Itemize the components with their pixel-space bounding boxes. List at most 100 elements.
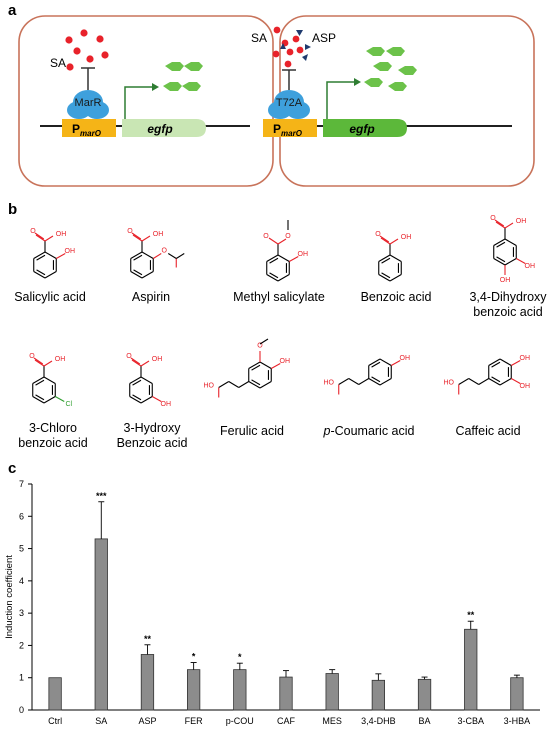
ring-double-bond [491,376,501,383]
name-salicylic-acid: Salicylic acid [14,290,86,304]
y-tick-label: 2 [19,640,24,650]
hydroxyl-label: OH [516,218,527,225]
hydroxyl-bond [44,235,54,242]
ring-bond [504,238,517,246]
ring-bond [379,378,392,386]
y-tick-label: 5 [19,544,24,554]
panel-label-a: a [8,2,17,19]
bar [233,669,247,711]
carbonyl-bond [131,359,142,367]
carbonyl-o-label: O [127,228,133,235]
ring-double-bond [133,254,143,261]
substituent-label: OH [280,358,291,365]
substituent-label: OH [520,383,531,390]
marr-repressor [67,90,109,119]
sa-label-left: SA [50,56,66,70]
ring-bond [44,251,57,259]
svg-text:PmarO: PmarO [273,122,303,138]
x-tick-label: 3-CBA [457,716,484,726]
ring-bond [277,274,290,282]
ring-bond [493,238,506,246]
asp-label: ASP [312,31,336,45]
carbonyl-bond [131,232,142,240]
x-tick-label: BA [419,716,431,726]
substituent-bond [510,360,521,366]
hydroxyl-label: OH [56,231,67,238]
ring-bond [488,358,501,366]
hydroxyl-label: OH [152,356,163,363]
acetyl-methyl-bond [175,253,185,259]
significance-label: ** [144,634,152,644]
name-3-chloro-benzoic-acid: 3-Chloro benzoic acid [0,421,108,451]
y-tick-label: 3 [19,608,24,618]
carbonyl-bond [495,221,506,229]
substituent-label: OH [161,401,172,408]
substituent-bond [54,396,65,402]
hydroxyl-bond [141,235,151,242]
panel-a-diagram: SA MarR PmarO egfp SA ASP [18,15,535,187]
bar [187,669,201,711]
significance-label: *** [96,491,107,501]
substituent-bond [55,253,66,259]
carbonyl-o-label: O [30,228,36,235]
significance-label: * [192,652,196,662]
name-pcou-prefix: p [323,424,331,438]
name-34-dhb-line1: 3,4-Dihydroxy [469,290,547,304]
egfp-gene-left [122,119,206,137]
sa-dots-left [65,29,109,71]
svg-text:PmarO: PmarO [72,122,102,138]
name-3cba-line1: 3-Chloro [29,421,77,435]
y-tick-label: 6 [19,511,24,521]
name-benzoic-acid: Benzoic acid [360,290,432,304]
ring-bond [499,378,512,386]
ring-bond [248,381,261,389]
carbonyl-bond [35,234,46,242]
bar [464,628,478,711]
bar [48,677,62,711]
ring-bond [488,378,501,386]
x-tick-label: MES [322,716,342,726]
ester-o-label: O [285,233,291,240]
bar [417,678,432,711]
name-caffeic-acid: Caffeic acid [455,424,521,438]
sa-dots-right [272,26,304,68]
name-methyl-salicylate: Methyl salicylate [233,290,325,304]
ring-double-bond [491,361,501,368]
ring-double-bond [496,256,506,263]
ring-double-bond [35,379,45,386]
carbonyl-o-label: O [263,233,269,240]
x-tick-label: FER [185,716,204,726]
carbonyl-bond [34,359,45,367]
x-tick-label: Ctrl [48,716,62,726]
ring-bond [389,274,402,282]
bar [510,677,524,711]
name-34-dhb-line2: benzoic acid [473,305,543,319]
substituent-label: OH [525,263,536,270]
ring-double-bond [36,254,46,261]
acid-ho-label: HO [443,380,454,387]
promoter-right-sub: marO [281,129,303,138]
substituent-bond [515,258,526,264]
acid-bond [338,378,350,385]
substituent-label: OH [298,251,309,258]
x-tick-label: 3-HBA [504,716,531,726]
substituent-label: OH [500,277,511,284]
sa-label-right: SA [251,31,267,45]
carbonyl-o-label: O [29,353,35,360]
y-tick-label: 7 [19,479,24,489]
promoter-right [263,119,317,137]
ring-double-bond [381,257,391,264]
panel-label-b: b [8,201,18,218]
ring-bond [32,396,45,404]
ring-bond [43,376,56,384]
ring-double-bond [381,272,391,279]
ring-bond [368,378,381,386]
substituent-bond [151,396,162,402]
methoxy-bond [259,338,269,345]
substituent-label: OH [65,248,76,255]
substituent-label: O [257,343,263,350]
x-tick-label: 3,4-DHB [361,716,396,726]
name-p-coumaric-acid: p-Coumaric acid [314,424,424,439]
ring-bond [368,358,381,366]
